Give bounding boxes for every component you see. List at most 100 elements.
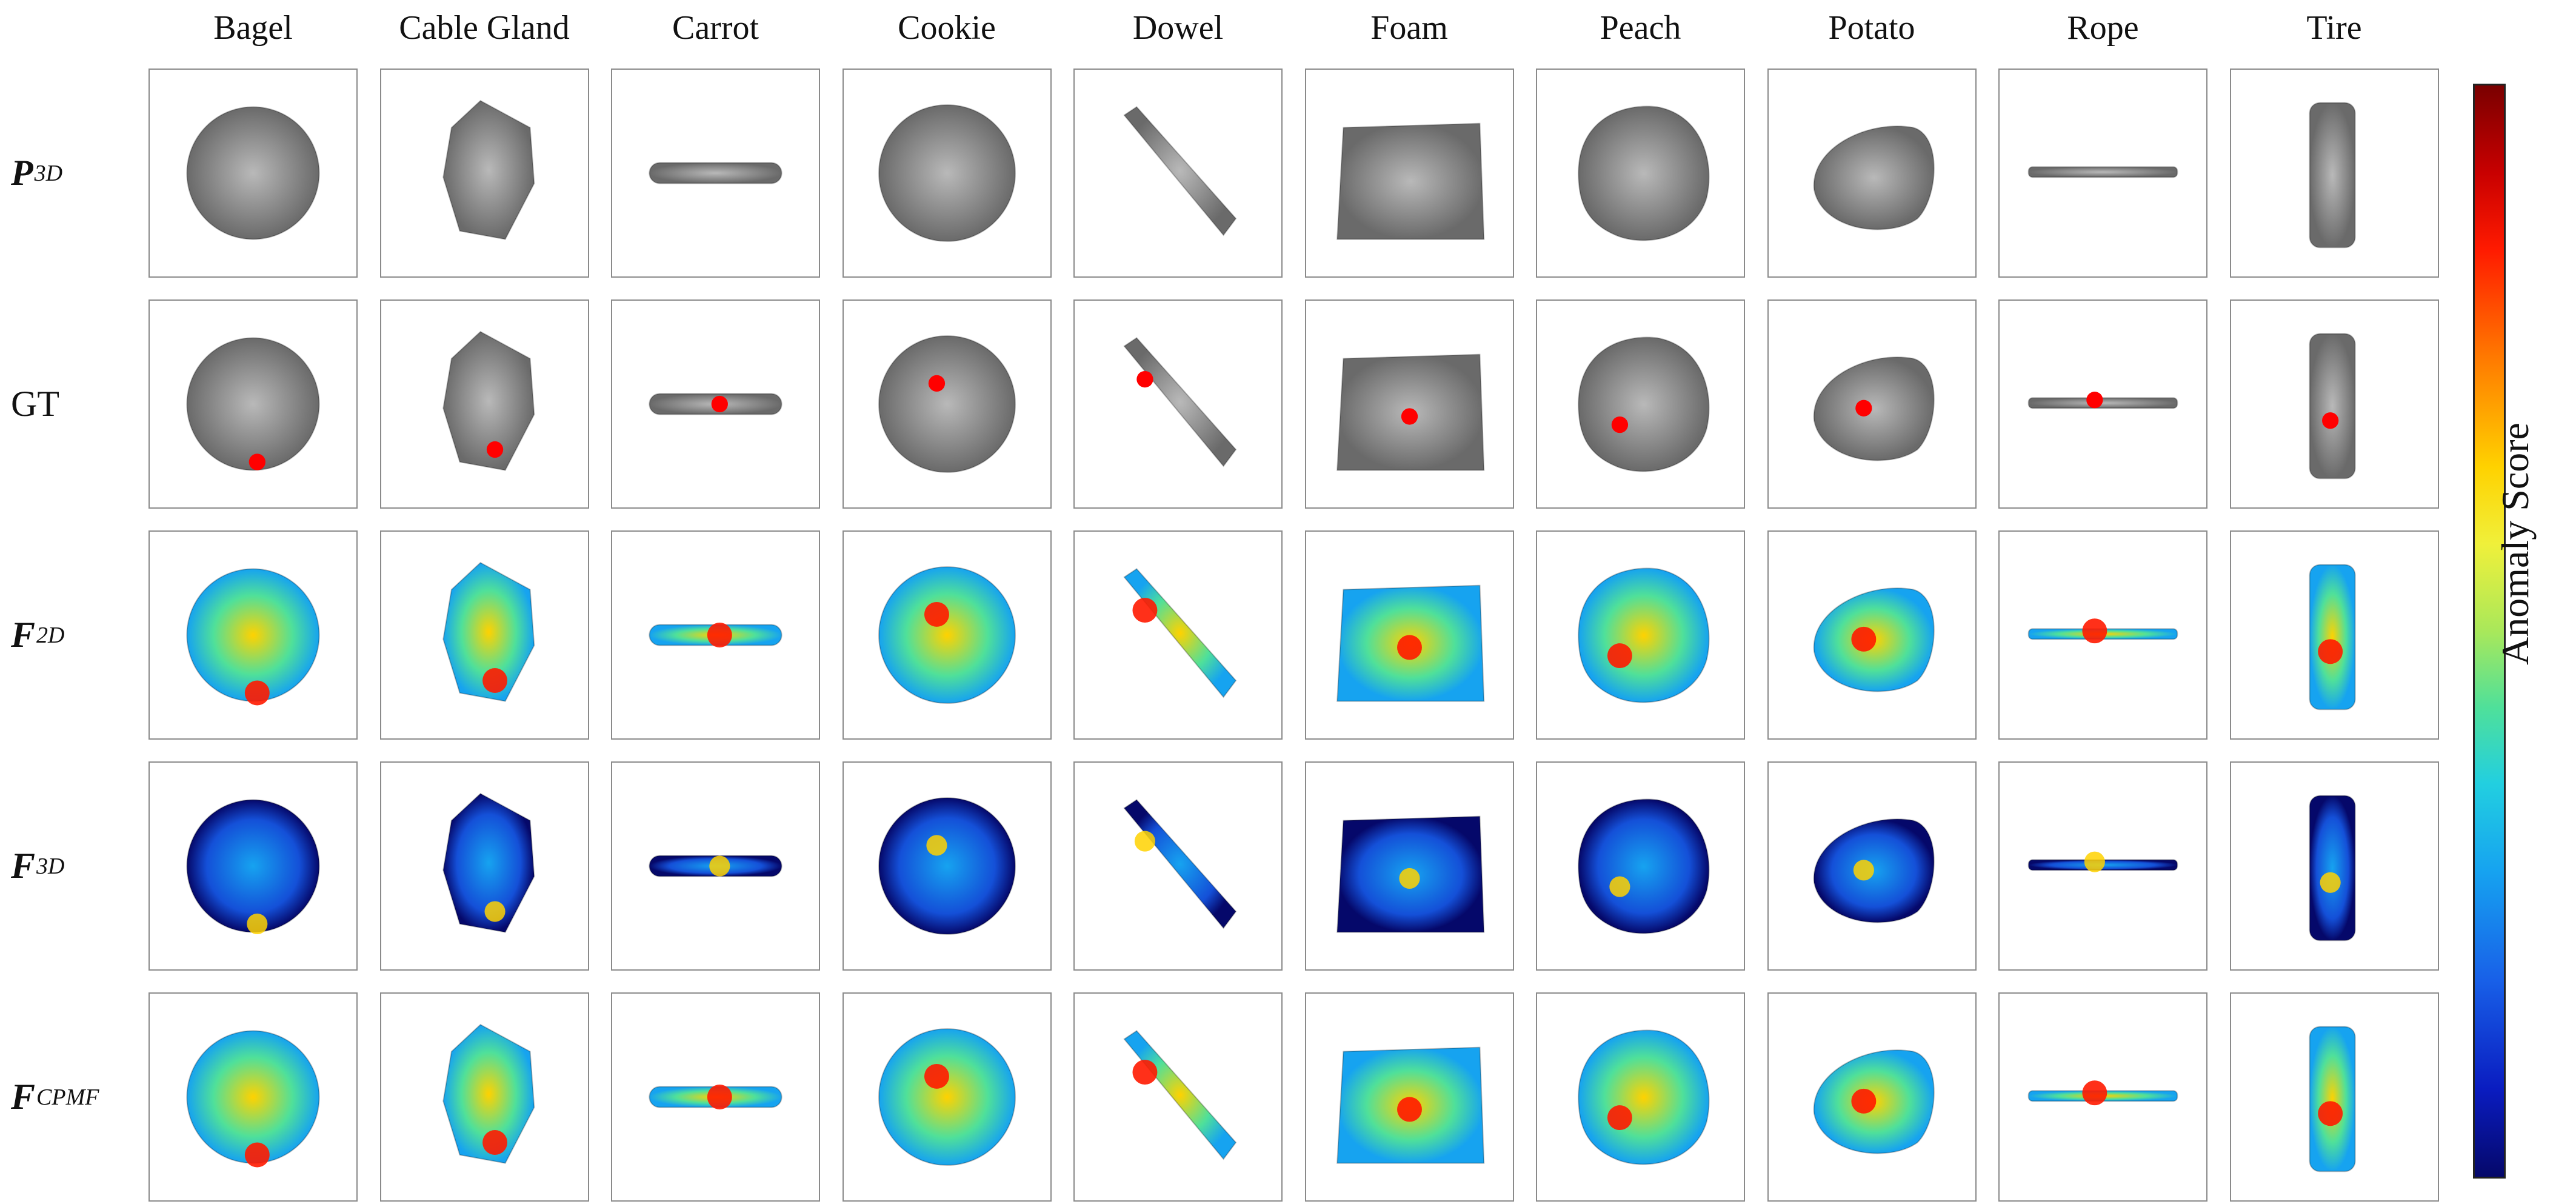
column-header-peach: Peach bbox=[1600, 9, 1681, 47]
object-render bbox=[1123, 568, 1237, 698]
cell-f2d-cookie bbox=[842, 530, 1052, 740]
column-header-rope: Rope bbox=[2067, 9, 2139, 47]
column-header-cookie: Cookie bbox=[898, 9, 996, 47]
colorbar bbox=[2473, 84, 2506, 1179]
object-render bbox=[1123, 799, 1237, 929]
object-render bbox=[1336, 353, 1484, 471]
object-render bbox=[1123, 1030, 1237, 1160]
cell-f3d-carrot bbox=[611, 761, 820, 971]
column-header-tire: Tire bbox=[2306, 9, 2362, 47]
object-render bbox=[1813, 587, 1935, 692]
row-label-gt: GT bbox=[11, 384, 59, 424]
cell-f2d-potato bbox=[1767, 530, 1977, 740]
object-render bbox=[2309, 102, 2356, 249]
object-render bbox=[1578, 567, 1710, 703]
cell-gt-tire bbox=[2229, 299, 2439, 509]
object-render bbox=[878, 1028, 1016, 1166]
cell-p3d-carrot bbox=[611, 69, 820, 278]
object-render bbox=[649, 162, 782, 184]
column-header-dowel: Dowel bbox=[1132, 9, 1224, 47]
cell-f2d-cable-gland bbox=[379, 530, 589, 740]
cell-f2d-foam bbox=[1304, 530, 1514, 740]
cell-p3d-dowel bbox=[1073, 69, 1283, 278]
cell-f3d-bagel bbox=[148, 761, 358, 971]
cell-fcpmf-rope bbox=[1998, 992, 2207, 1202]
cell-fcpmf-potato bbox=[1767, 992, 1977, 1202]
cell-f2d-carrot bbox=[611, 530, 820, 740]
cell-f2d-tire bbox=[2229, 530, 2439, 740]
object-render bbox=[1813, 818, 1935, 923]
object-render bbox=[2027, 166, 2178, 178]
cell-gt-rope bbox=[1998, 299, 2207, 509]
column-header-cable-gland: Cable Gland bbox=[399, 9, 570, 47]
cell-gt-potato bbox=[1767, 299, 1977, 509]
cell-p3d-cable-gland bbox=[379, 69, 589, 278]
cell-p3d-tire bbox=[2229, 69, 2439, 278]
object-render bbox=[1813, 1049, 1935, 1154]
object-render bbox=[649, 1085, 782, 1109]
column-header-potato: Potato bbox=[1828, 9, 1915, 47]
cell-p3d-rope bbox=[1998, 69, 2207, 278]
cell-f3d-cable-gland bbox=[379, 761, 589, 971]
cell-f3d-foam bbox=[1304, 761, 1514, 971]
object-render bbox=[186, 568, 320, 706]
cell-f2d-bagel bbox=[148, 530, 358, 740]
object-render bbox=[442, 1023, 535, 1164]
cell-p3d-potato bbox=[1767, 69, 1977, 278]
cell-f3d-dowel bbox=[1073, 761, 1283, 971]
object-render bbox=[442, 330, 535, 471]
cell-p3d-bagel bbox=[148, 69, 358, 278]
object-render bbox=[442, 792, 535, 933]
object-render bbox=[2309, 795, 2356, 941]
cell-f3d-tire bbox=[2229, 761, 2439, 971]
object-render bbox=[1336, 122, 1484, 240]
cell-fcpmf-cable-gland bbox=[379, 992, 589, 1202]
object-render bbox=[2309, 333, 2356, 480]
cell-gt-carrot bbox=[611, 299, 820, 509]
cell-gt-bagel bbox=[148, 299, 358, 509]
object-render bbox=[1336, 815, 1484, 933]
cell-fcpmf-carrot bbox=[611, 992, 820, 1202]
object-render bbox=[2027, 1080, 2178, 1106]
cell-f2d-dowel bbox=[1073, 530, 1283, 740]
object-render bbox=[1813, 356, 1935, 461]
column-header-foam: Foam bbox=[1370, 9, 1448, 47]
object-render bbox=[186, 1030, 320, 1168]
cell-gt-cookie bbox=[842, 299, 1052, 509]
object-render bbox=[1578, 105, 1710, 241]
cell-f3d-potato bbox=[1767, 761, 1977, 971]
cell-f2d-peach bbox=[1536, 530, 1745, 740]
object-render bbox=[1813, 125, 1935, 230]
cell-p3d-foam bbox=[1304, 69, 1514, 278]
object-render bbox=[2027, 392, 2178, 409]
cell-fcpmf-tire bbox=[2229, 992, 2439, 1202]
cell-fcpmf-foam bbox=[1304, 992, 1514, 1202]
object-render bbox=[1578, 798, 1710, 934]
object-render bbox=[878, 566, 1016, 704]
cell-p3d-cookie bbox=[842, 69, 1052, 278]
cell-gt-cable-gland bbox=[379, 299, 589, 509]
object-render bbox=[1578, 336, 1710, 472]
object-render bbox=[1123, 337, 1237, 467]
cell-f3d-cookie bbox=[842, 761, 1052, 971]
object-render bbox=[186, 337, 320, 471]
cell-fcpmf-peach bbox=[1536, 992, 1745, 1202]
column-header-carrot: Carrot bbox=[672, 9, 759, 47]
object-render bbox=[1336, 1046, 1484, 1164]
colorbar-label: Anomaly Score bbox=[2494, 423, 2537, 665]
cell-f3d-peach bbox=[1536, 761, 1745, 971]
cell-gt-dowel bbox=[1073, 299, 1283, 509]
cell-gt-peach bbox=[1536, 299, 1745, 509]
object-render bbox=[878, 797, 1016, 935]
cell-fcpmf-bagel bbox=[148, 992, 358, 1202]
object-render bbox=[1123, 106, 1237, 236]
object-render bbox=[2309, 1026, 2356, 1172]
cell-f3d-rope bbox=[1998, 761, 2207, 971]
cell-fcpmf-cookie bbox=[842, 992, 1052, 1202]
object-render bbox=[186, 799, 320, 935]
cell-f2d-rope bbox=[1998, 530, 2207, 740]
object-render bbox=[649, 855, 782, 877]
